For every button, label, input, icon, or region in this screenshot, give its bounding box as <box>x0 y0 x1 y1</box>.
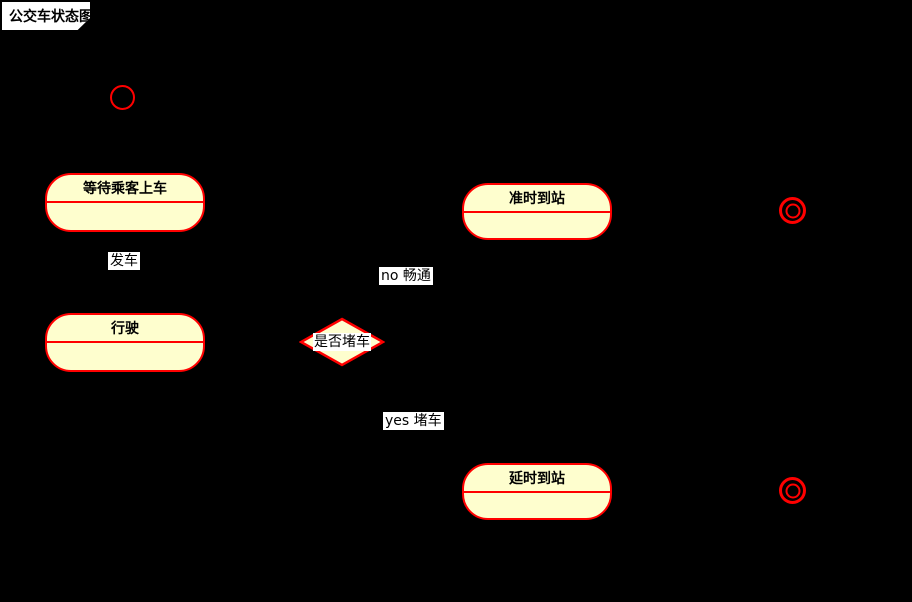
state-body-compartment <box>47 343 203 369</box>
state-title-label: 准时到站 <box>464 185 610 213</box>
decision-label: 是否堵车 <box>313 333 371 351</box>
final-state-inner-circle <box>785 483 800 498</box>
state-delayed-arrival: 延时到站 <box>462 463 612 520</box>
final-state-inner-circle <box>785 203 800 218</box>
state-title-label: 等待乘客上车 <box>47 175 203 203</box>
transition-label-depart: 发车 <box>108 252 140 270</box>
final-state-icon-top <box>779 197 806 224</box>
state-body-compartment <box>464 493 610 518</box>
state-waiting-for-passengers: 等待乘客上车 <box>45 173 205 232</box>
state-driving: 行驶 <box>45 313 205 372</box>
diagram-title: 公交车状态图 <box>2 2 90 30</box>
initial-state-icon <box>110 85 135 110</box>
state-on-time-arrival: 准时到站 <box>462 183 612 240</box>
state-title-label: 延时到站 <box>464 465 610 493</box>
final-state-icon-bottom <box>779 477 806 504</box>
transition-label-yes-traffic-jam: yes 堵车 <box>383 412 444 430</box>
state-body-compartment <box>464 213 610 238</box>
state-body-compartment <box>47 203 203 229</box>
transition-label-no-clear: no 畅通 <box>379 267 433 285</box>
state-title-label: 行驶 <box>47 315 203 343</box>
